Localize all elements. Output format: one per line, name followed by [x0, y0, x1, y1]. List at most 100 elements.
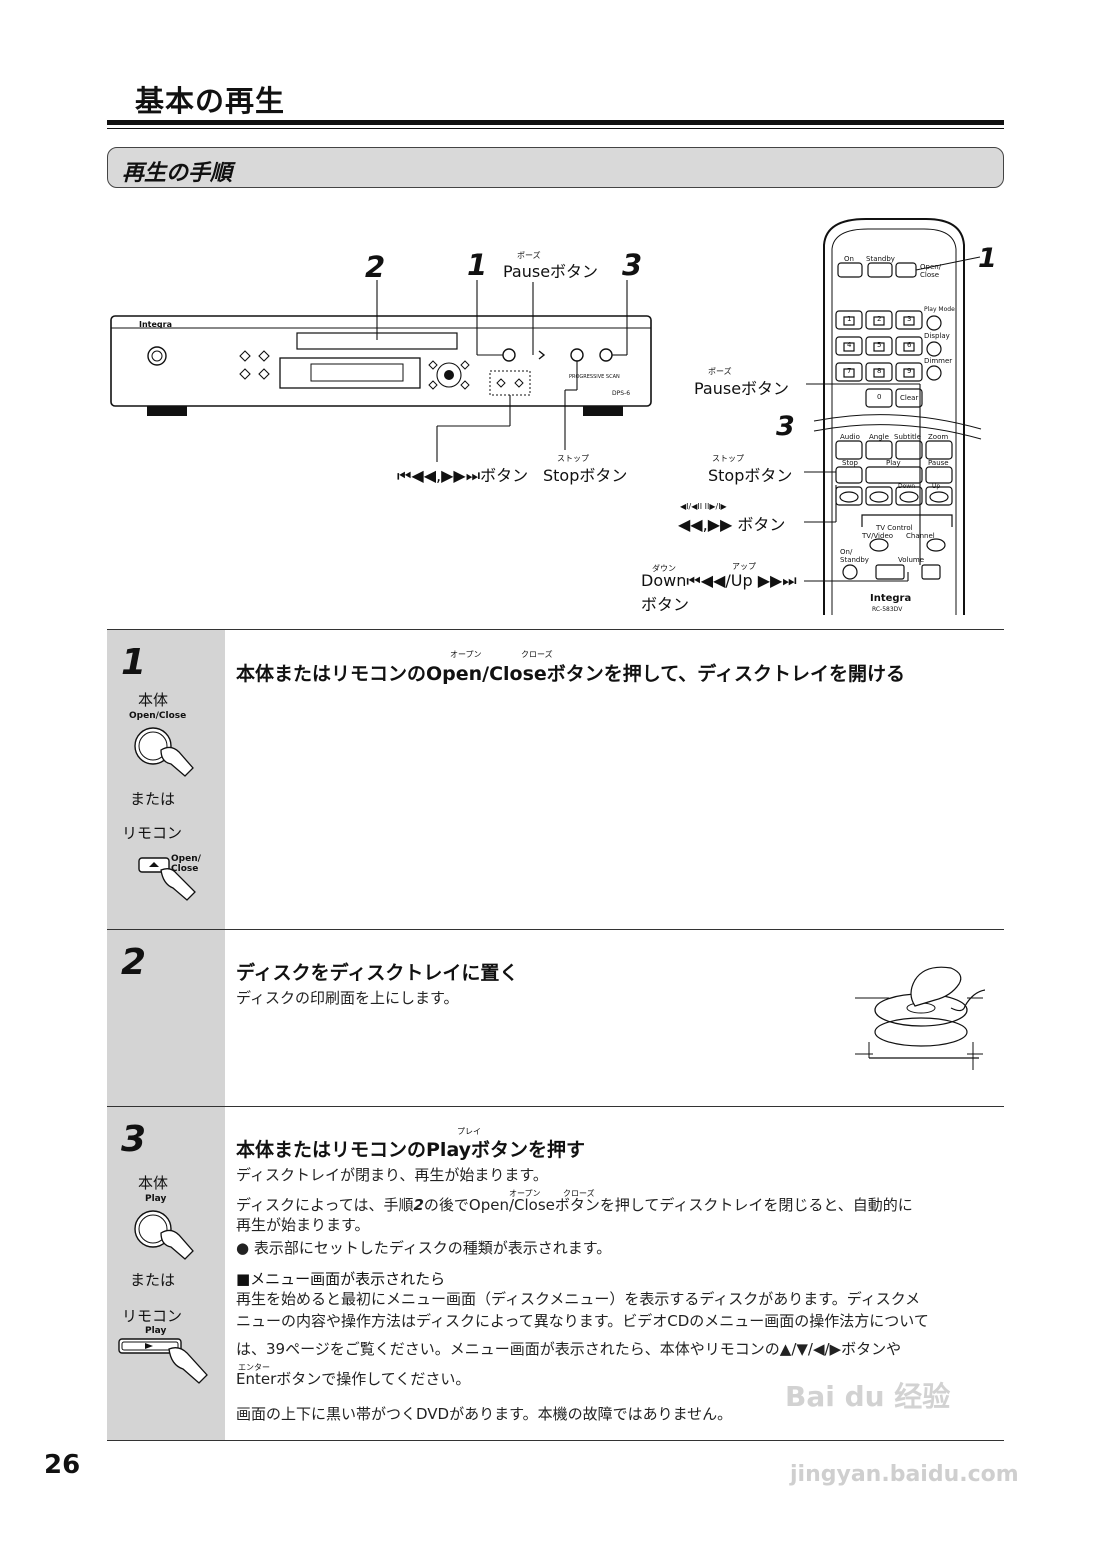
key-stop: Stop	[842, 459, 858, 467]
player-figure: 2 1 3 ポーズ Pauseボタン ストップ Stopボタン ⏮◀◀,▶▶⏭ボ…	[107, 240, 667, 490]
key-play: Play	[886, 459, 901, 467]
step-3-p2-step-ref: 2	[413, 1196, 424, 1214]
page-title: 基本の再生	[135, 84, 286, 118]
pause-ruby: ポーズ	[517, 251, 541, 260]
press-play-button-icon	[134, 1210, 194, 1260]
step-2-heading: ディスクをディスクトレイに置く	[236, 962, 519, 984]
player-illustration	[110, 280, 652, 462]
remote-stop-ruby: ストップ	[712, 454, 744, 463]
remote-digit-key-3: 3	[907, 315, 912, 323]
remote-digit-key-0: 0	[877, 393, 882, 401]
key-volume: Volume	[898, 556, 925, 564]
key-pause: Pause	[928, 459, 949, 467]
remote-callout-1: 1	[978, 243, 997, 274]
stop-ruby: ストップ	[557, 454, 589, 463]
step-2-sidebar	[107, 930, 225, 1106]
step-3-paragraph-4c: は、39ページをご覧ください。メニュー画面が表示されたら、本体やリモコンの▲/▼…	[236, 1340, 902, 1358]
step-1-number: 1	[121, 642, 147, 683]
pause-label: Pauseボタン	[503, 262, 599, 281]
key-tv-control: TV Control	[876, 524, 913, 532]
step-3-p4-ruby-enter: エンター	[238, 1363, 270, 1372]
skip-label: ⏮◀◀,▶▶⏭ボタン	[397, 466, 529, 485]
step-3-paragraph-1: ディスクトレイが閉まり、再生が始まります。	[236, 1166, 548, 1184]
step-2-number: 2	[121, 942, 147, 983]
key-clear: Clear	[900, 394, 919, 402]
bottom-rule	[107, 1440, 1004, 1441]
remote-digit-key-5: 5	[877, 341, 882, 349]
key-channel: Channel	[906, 532, 935, 540]
player-panel-text: PROGRESSIVE SCAN	[569, 374, 620, 380]
step-2-body: ディスクの印刷面を上にします。	[236, 989, 459, 1007]
step-3-p2-b: の後でOpen/Closeボタンを押してディスクトレイを閉じると、自動的に	[423, 1196, 913, 1214]
remote-search-label: ◀◀,▶▶ ボタン	[678, 515, 786, 534]
step-1-remote-label: リモコン	[122, 824, 183, 842]
remote-digit-key-6: 6	[907, 341, 912, 349]
step-1-heading: 本体またはリモコンのOpen/Closeボタンを押して、ディスクトレイを開ける	[236, 663, 905, 685]
remote-downup-label2: ボタン	[641, 595, 690, 614]
key-angle: Angle	[869, 433, 889, 441]
title-rule-thin	[107, 128, 1004, 129]
remote-pause-label: Pauseボタン	[694, 379, 790, 398]
remote-digit-key-7: 7	[847, 367, 852, 375]
key-dimmer: Dimmer	[924, 357, 953, 365]
key-subtitle: Subtitle	[894, 433, 922, 441]
step-3-paragraph-5: 画面の上下に黒い帯がつくDVDがあります。本機の故障ではありません。	[236, 1405, 733, 1423]
step-1-ruby-close: クローズ	[521, 650, 553, 659]
stop-label: Stopボタン	[543, 466, 628, 485]
key-tv-video: TV/Video	[862, 532, 894, 540]
key-open-close: Open/ Close	[920, 263, 942, 279]
step-3-main-sub: Play	[145, 1194, 167, 1204]
key-play-mode: Play Mode	[924, 306, 955, 313]
key-audio: Audio	[840, 433, 860, 441]
watermark-url: jingyan.baidu.com	[790, 1462, 1019, 1487]
press-button-icon	[134, 727, 194, 777]
step-3-heading: 本体またはリモコンのPlayボタンを押す	[236, 1139, 586, 1161]
step-3-sidebar	[107, 1107, 225, 1440]
remote-digit-key-9: 9	[907, 367, 912, 375]
step-3-or: または	[130, 1271, 176, 1289]
remote-up-ruby: アップ	[732, 562, 756, 571]
step-3-number: 3	[121, 1119, 147, 1160]
step-3-ruby-play: プレイ	[457, 1127, 481, 1136]
disc-tray-illustration	[855, 966, 985, 1070]
watermark-logo: Bai du 经验	[785, 1380, 951, 1413]
remote-downup-label: Down⏮◀◀/Up ▶▶⏭	[641, 571, 797, 590]
key-display: Display	[924, 332, 950, 340]
step-3-bullet: ● 表示部にセットしたディスクの種類が表示されます。	[236, 1239, 612, 1257]
step-1: 1 本体 Open/Close または リモコン Open/ Close オープ…	[107, 629, 1004, 929]
remote-callout-3: 3	[776, 411, 795, 442]
section-header: 再生の手順	[107, 147, 1004, 188]
step-3-paragraph-4a: 再生を始めると最初にメニュー画面（ディスクメニュー）を表示するディスクがあります…	[236, 1290, 921, 1308]
remote-pause-ruby: ポーズ	[708, 367, 732, 376]
step-3-paragraph-2: ディスクによっては、手順2の後でOpen/Closeボタンを押してディスクトレイ…	[236, 1194, 913, 1217]
step-3-p2-ruby-close: クローズ	[563, 1189, 595, 1198]
player-model: DPS-6	[612, 390, 631, 397]
step-3-p2-a: ディスクによっては、手順	[236, 1196, 414, 1214]
remote-open-button-icon	[138, 857, 196, 901]
key-on-standby: On/ Standby	[840, 548, 869, 564]
step-3-paragraph-4b: ニューの内容や操作方法はディスクによって異なります。ビデオCDのメニュー画面の操…	[236, 1312, 929, 1330]
step-3: 3 本体 Play または リモコン Play プレイ 本体またはリモコンのPl…	[107, 1106, 1004, 1440]
remote-digit-key-4: 4	[847, 341, 852, 349]
callout-1: 1	[467, 248, 488, 282]
key-zoom: Zoom	[928, 433, 949, 441]
remote-brand: Integra	[870, 593, 912, 604]
title-rule	[107, 120, 1004, 125]
step-3-paragraph-4d: Enterボタンで操作してください。	[236, 1370, 471, 1388]
remote-play-button-icon	[118, 1338, 208, 1384]
key-on: On	[844, 255, 854, 263]
remote-down-ruby: ダウン	[652, 564, 676, 573]
remote-model: RC-583DV	[872, 606, 903, 613]
step-3-p2-ruby-open: オープン	[509, 1189, 541, 1198]
remote-illustration	[804, 218, 982, 615]
remote-figure: 1 3 ポーズ Pauseボタン ストップ Stopボタン ◀I/◀II II▶…	[636, 215, 1006, 615]
key-up: Up	[932, 483, 941, 490]
player-brand: Integra	[139, 320, 172, 329]
step-1-ruby-open: オープン	[450, 650, 482, 659]
callout-2: 2	[365, 250, 386, 284]
remote-stop-label: Stopボタン	[708, 466, 793, 485]
step-1-main-label: 本体	[138, 691, 169, 709]
step-1-remote-sub: Open/ Close	[171, 854, 201, 874]
step-3-remote-label: リモコン	[122, 1307, 183, 1325]
step-2: 2 ディスクをディスクトレイに置く ディスクの印刷面を上にします。	[107, 929, 1004, 1106]
